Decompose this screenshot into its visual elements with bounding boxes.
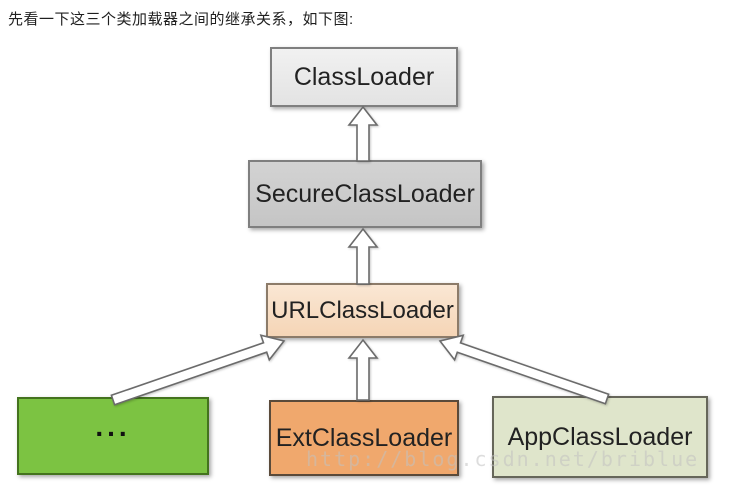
node-label-appclassloader: AppClassLoader — [507, 422, 693, 451]
node-label-other-loaders: ... — [95, 411, 131, 442]
arrow-urlclassloader-to-secureclassloader-icon — [347, 227, 379, 285]
diagram-node-appclassloader: AppClassLoader — [492, 396, 708, 478]
node-label-extclassloader: ExtClassLoader — [275, 423, 453, 452]
diagram-node-classloader: ClassLoader — [270, 47, 458, 107]
node-label-classloader: ClassLoader — [293, 62, 435, 91]
csdn-watermark: http://blog.csdn.net/briblue — [306, 447, 700, 471]
arrow-otherloaders-to-urlclassloader-icon — [110, 334, 286, 406]
arrow-secureclassloader-to-classloader-icon — [347, 105, 379, 162]
arrow-extclassloader-to-urlclassloader-icon — [347, 338, 379, 401]
node-label-secureclassloader: SecureClassLoader — [255, 179, 475, 208]
intro-text: 先看一下这三个类加载器之间的继承关系，如下图: — [8, 11, 354, 28]
diagram-node-other-loaders: ... — [17, 397, 209, 475]
diagram-node-secureclassloader: SecureClassLoader — [248, 160, 482, 228]
diagram-node-urlclassloader: URLClassLoader — [266, 283, 459, 338]
diagram-node-extclassloader: ExtClassLoader — [269, 400, 459, 476]
arrow-appclassloader-to-urlclassloader-icon — [438, 334, 610, 405]
node-label-urlclassloader: URLClassLoader — [271, 296, 454, 324]
